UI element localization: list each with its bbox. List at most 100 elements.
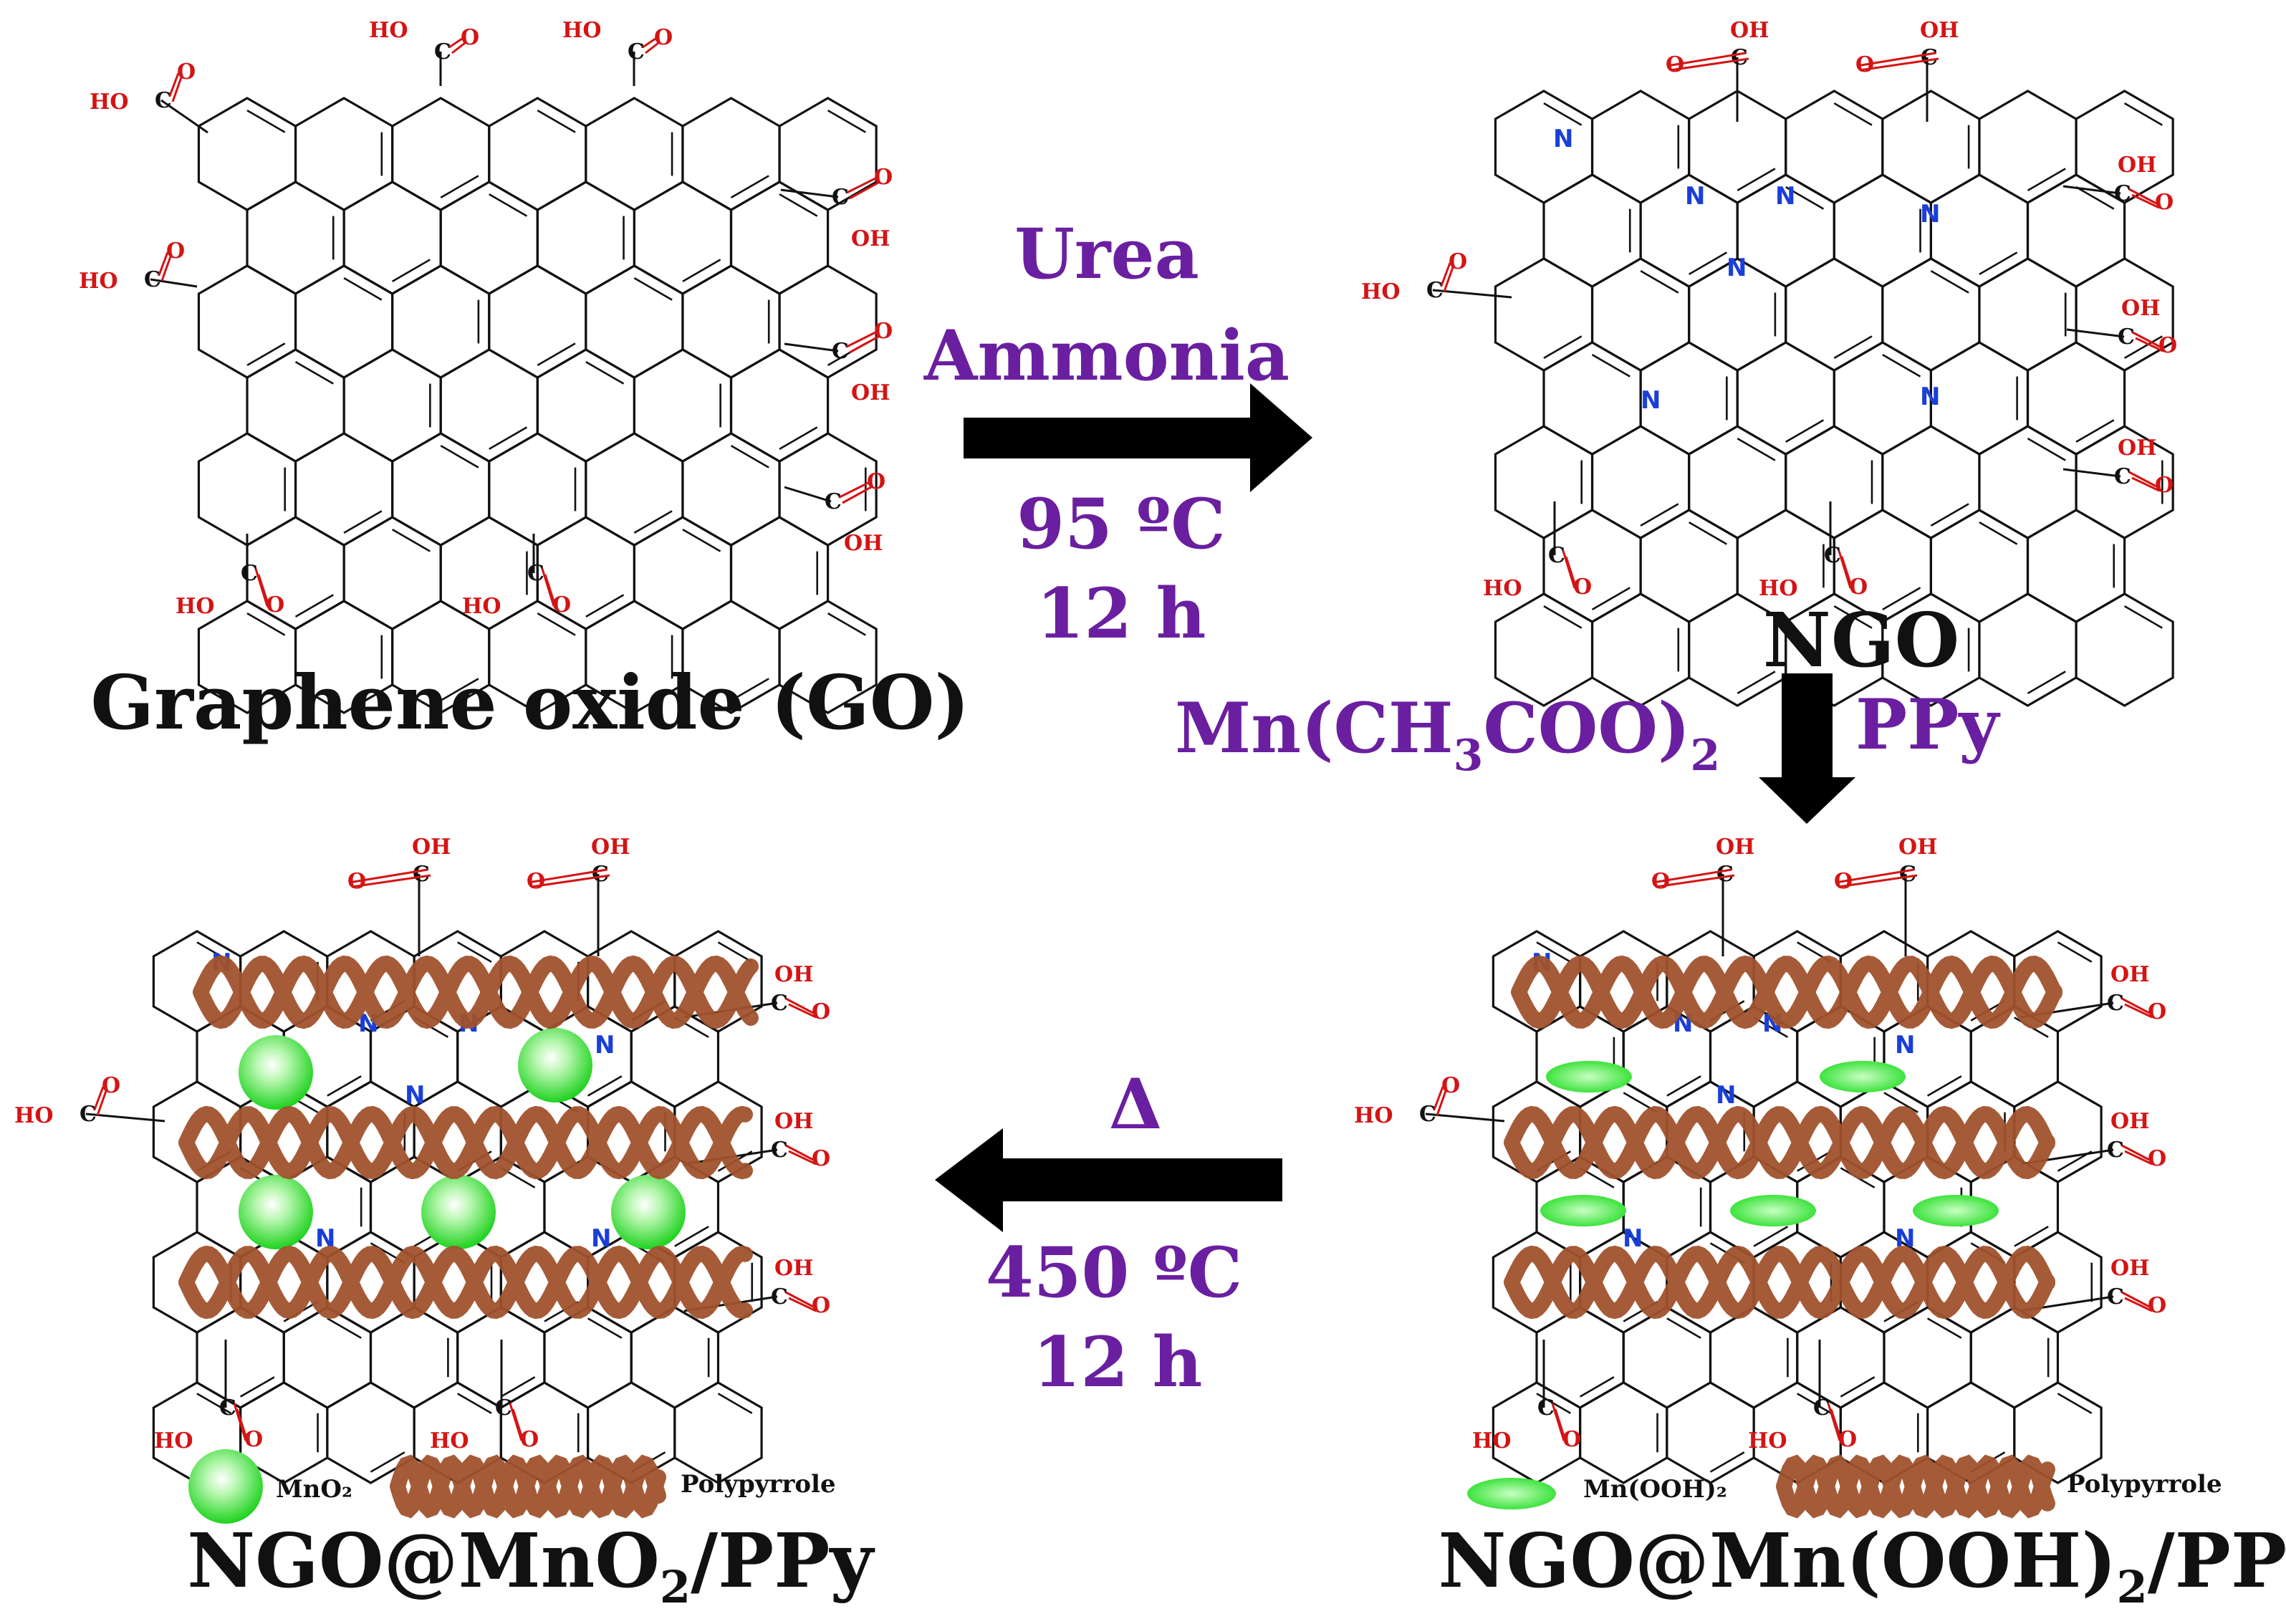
double-bond bbox=[730, 678, 769, 701]
carbon-ring bbox=[2026, 341, 2126, 456]
carbonyl-bond bbox=[348, 868, 428, 884]
double-bond bbox=[2027, 671, 2066, 694]
polypyrrole-chain bbox=[1511, 955, 2062, 1029]
single-bond bbox=[784, 342, 839, 352]
carbonyl-bond bbox=[236, 1408, 250, 1446]
double-bond bbox=[730, 445, 769, 469]
carbon-ring bbox=[1881, 90, 1981, 204]
double-bond bbox=[1536, 1393, 1571, 1414]
hydroxyl-label: HO bbox=[1361, 279, 1400, 304]
carbon-atom: C bbox=[413, 862, 430, 887]
step1-reagent-urea: Urea bbox=[1014, 213, 1199, 294]
carbonyl-bond bbox=[544, 574, 558, 611]
carbon-ring bbox=[488, 97, 587, 211]
carbon-ring bbox=[543, 1306, 633, 1409]
double-bond bbox=[1737, 168, 1776, 191]
carbon-atom: C bbox=[832, 339, 849, 364]
hydroxyl-label: OH bbox=[774, 1256, 813, 1281]
carbonyl-bond bbox=[541, 568, 555, 607]
double-bond bbox=[246, 110, 286, 133]
carbonyl-bond bbox=[254, 568, 269, 607]
carbon-atom: C bbox=[155, 88, 172, 113]
double-bond bbox=[682, 529, 721, 552]
carbon-atom: C bbox=[434, 39, 451, 64]
double-bond bbox=[2057, 941, 2093, 963]
double-bond bbox=[587, 1075, 623, 1097]
double-bond bbox=[1737, 671, 1776, 694]
oxygen-label: O bbox=[867, 469, 885, 494]
carbonyl-bond bbox=[2131, 193, 2160, 209]
oxygen-label: O bbox=[812, 1146, 830, 1171]
nitrogen-atom: N bbox=[1726, 254, 1747, 282]
carbon-ring bbox=[1622, 1306, 1712, 1409]
hydroxyl-label: OH bbox=[2110, 1256, 2149, 1281]
hydroxyl-label: HO bbox=[1748, 1428, 1787, 1454]
nitrogen-atom: N bbox=[1895, 1031, 1915, 1060]
double-bond bbox=[1666, 1317, 1701, 1339]
carbon-ring bbox=[1494, 257, 1594, 372]
double-bond bbox=[1543, 605, 1583, 629]
carbon-ring bbox=[673, 1381, 763, 1484]
carbon-atom: C bbox=[2107, 991, 2124, 1016]
double-bond bbox=[2014, 1226, 2049, 1247]
oxygen-label: O bbox=[461, 25, 479, 50]
double-bond bbox=[1882, 354, 1921, 378]
carbon-ring bbox=[391, 97, 491, 211]
single-bond bbox=[2066, 328, 2125, 338]
carbonyl-bond bbox=[846, 177, 876, 194]
double-bond bbox=[1833, 335, 1873, 359]
carbon-ring bbox=[197, 432, 297, 547]
carbon-ring bbox=[1494, 425, 1594, 539]
carbon-ring bbox=[1969, 1306, 2060, 1409]
mnooh-ellipse-icon bbox=[1467, 1478, 1556, 1509]
hydroxyl-label: HO bbox=[1483, 576, 1522, 601]
mno2-particle bbox=[611, 1175, 686, 1249]
double-bond bbox=[1979, 251, 2018, 275]
double-bond bbox=[1543, 102, 1583, 126]
carbon-atom: C bbox=[771, 1138, 788, 1163]
carbonyl-bond bbox=[158, 251, 169, 276]
carbonyl-bond bbox=[1856, 52, 1936, 67]
double-bond bbox=[537, 110, 576, 133]
carbonyl-bond bbox=[1562, 550, 1576, 589]
carbon-ring bbox=[1929, 341, 2030, 456]
carbonyl-bond bbox=[1669, 57, 1749, 72]
carbon-atom: C bbox=[832, 185, 849, 210]
carbon-atom: C bbox=[1921, 45, 1938, 70]
carbon-ring bbox=[729, 348, 830, 463]
double-bond bbox=[1640, 503, 1679, 527]
carbon-atom: C bbox=[2118, 325, 2135, 350]
carbon-ring bbox=[681, 432, 781, 547]
hydroxyl-label: HO bbox=[176, 594, 214, 619]
legend-left-particle: MnO₂ bbox=[276, 1475, 352, 1504]
hydroxyl-label: OH bbox=[412, 835, 451, 860]
double-bond bbox=[1882, 587, 1921, 610]
nitrogen-atom: N bbox=[591, 1224, 611, 1253]
double-bond bbox=[1926, 1317, 1962, 1339]
carbonyl-bond bbox=[1436, 1090, 1447, 1116]
carbonyl-bond bbox=[1652, 868, 1732, 884]
carbon-atom: C bbox=[1537, 1395, 1555, 1421]
double-bond bbox=[2123, 605, 2163, 629]
polypyrrole-chain bbox=[1504, 1105, 2055, 1180]
carbon-ring bbox=[1785, 425, 1884, 539]
double-bond bbox=[391, 529, 431, 552]
mnooh-particle bbox=[1730, 1195, 1816, 1226]
hydroxyl-label: OH bbox=[1730, 18, 1769, 43]
carbon-atom: C bbox=[1419, 1102, 1436, 1127]
mno2-particle bbox=[421, 1175, 496, 1249]
carbon-ring bbox=[1709, 1306, 1799, 1409]
carbon-ring bbox=[391, 264, 491, 379]
carbon-ring bbox=[294, 97, 394, 211]
double-bond bbox=[1579, 1376, 1615, 1398]
mnooh-particle bbox=[1540, 1195, 1626, 1226]
double-bond bbox=[1926, 1075, 1962, 1097]
